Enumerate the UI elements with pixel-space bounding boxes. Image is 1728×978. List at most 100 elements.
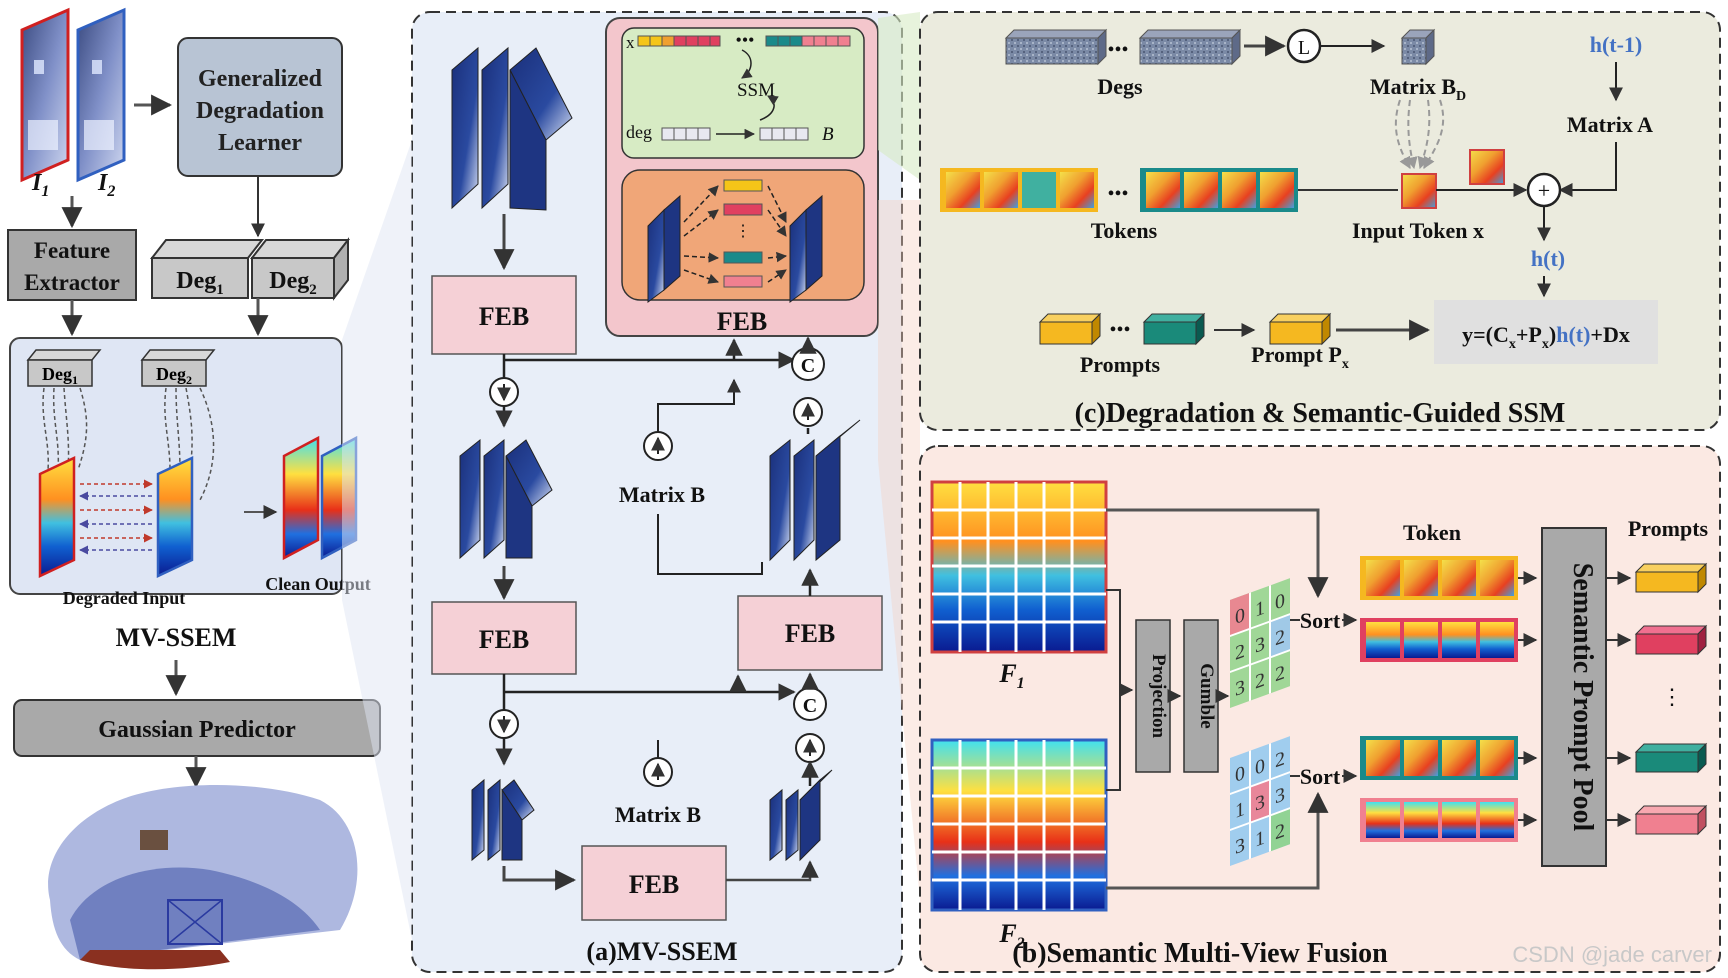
sort-label-1: Sort: [1300, 608, 1341, 633]
matrix-b-label-1: Matrix B: [619, 482, 705, 507]
prompts-cubes: •••: [1038, 312, 1206, 346]
svg-text:B: B: [822, 124, 834, 145]
token-strip-teal: [1360, 736, 1518, 780]
input-image-2: [76, 7, 126, 183]
feature-map-f2: [930, 738, 1108, 912]
svg-text:2: 2: [1275, 662, 1285, 687]
index-grid-1: 0 1 0 2 3 2 3 2 2: [1230, 578, 1290, 708]
mv-ssem-box: Deg1 Deg2: [9, 337, 371, 652]
degs-label: Degs: [1097, 74, 1143, 99]
feb-block-3: FEB: [737, 595, 883, 671]
svg-text:x: x: [626, 33, 635, 52]
svg-text:3: 3: [1235, 676, 1245, 701]
feb-detail-title: FEB: [717, 307, 768, 336]
token-strip-pink: [1360, 798, 1518, 842]
svg-text:3: 3: [1235, 834, 1245, 859]
svg-text:+: +: [1538, 178, 1550, 203]
semantic-prompt-pool: Semantic Prompt Pool: [1541, 527, 1607, 867]
f2-label: F2: [998, 919, 1024, 952]
svg-text:FEB: FEB: [479, 302, 530, 331]
matrix-a-label: Matrix A: [1567, 112, 1653, 137]
svg-text:Deg1: Deg1: [176, 268, 223, 298]
ellipsis-icon: ⋮: [1661, 684, 1683, 709]
h-prev-label: h(t-1): [1590, 32, 1643, 57]
svg-text:FEB: FEB: [479, 625, 530, 654]
feb-inner-fusion: ⋮: [621, 169, 865, 303]
svg-text:L: L: [1298, 37, 1310, 59]
degraded-map-1: [38, 456, 76, 578]
panel-c-ssm: ••• Degs L Matrix BD h(t-1) Matrix A: [919, 11, 1721, 431]
svg-text:Deg2: Deg2: [269, 268, 316, 298]
svg-text:1: 1: [1255, 597, 1265, 622]
svg-text:3: 3: [1255, 633, 1265, 658]
panel-c-title: (c)Degradation & Semantic-Guided SSM: [1075, 398, 1566, 429]
svg-text:Deg1: Deg1: [42, 364, 78, 387]
deg-1-block: Deg1: [149, 239, 265, 299]
input-token-square: [1401, 173, 1437, 209]
prompt-px-label: Prompt Px: [1251, 342, 1349, 372]
svg-text:Learner: Learner: [218, 130, 302, 156]
feb-detail: x •••: [605, 17, 879, 337]
prompt-cube-yellow: [1634, 562, 1708, 594]
left-panel: I1 I2 Generalized Degradation Learner Fe…: [7, 7, 381, 970]
svg-text:Feature: Feature: [34, 238, 110, 263]
ssm-detail: x •••: [621, 27, 865, 159]
svg-text:2: 2: [1275, 748, 1285, 773]
svg-text:Gaussian Predictor: Gaussian Predictor: [98, 717, 296, 743]
reconstruction-render: [48, 785, 358, 970]
feature-map-f1: [930, 480, 1108, 654]
svg-text:1: 1: [1255, 827, 1265, 852]
svg-text:1: 1: [1235, 798, 1245, 823]
svg-text:3: 3: [1255, 791, 1265, 816]
matrix-bd-label: Matrix BD: [1370, 74, 1466, 104]
panel-b-title: (b)Semantic Multi-View Fusion: [1012, 938, 1388, 969]
svg-text:•••: •••: [1107, 183, 1128, 205]
svg-text:2: 2: [1235, 640, 1245, 665]
gumble-box: Gumble: [1183, 619, 1219, 773]
svg-text:2: 2: [1255, 669, 1265, 694]
svg-text:Extractor: Extractor: [24, 270, 120, 295]
feb-block-bottom: FEB: [581, 845, 727, 921]
generalized-degradation-learner: Generalized Degradation Learner: [177, 37, 343, 177]
svg-text:2: 2: [1275, 626, 1285, 651]
mvssem-deg-2: Deg2: [140, 349, 216, 387]
feb-block-2: FEB: [431, 601, 577, 675]
index-grid-2: 0 0 2 1 3 3 3 1 2: [1230, 736, 1290, 866]
svg-text:0: 0: [1275, 590, 1285, 615]
prompts-label: Prompts: [1080, 352, 1161, 377]
deg-2-block: Deg2: [249, 237, 351, 301]
encoder-block-1: [451, 46, 573, 211]
svg-text:⋮: ⋮: [735, 223, 751, 240]
prompts-output-label: Prompts: [1628, 516, 1709, 541]
feature-extractor: Feature Extractor: [7, 229, 137, 301]
svg-text:Semantic Prompt Pool: Semantic Prompt Pool: [1567, 563, 1598, 832]
output-equation: y=(Cx+Px)h(t)+Dx: [1434, 300, 1658, 364]
mvssem-title: MV-SSEM: [116, 623, 237, 652]
tokens-strip-1: [940, 168, 1098, 212]
token-strip-yellow: [1360, 556, 1518, 600]
tokens-label: Tokens: [1091, 218, 1158, 243]
svg-text:Gumble: Gumble: [1196, 663, 1217, 728]
bd-token-square: [1469, 149, 1505, 185]
prompt-px-cube: [1268, 312, 1332, 346]
svg-text:Degradation: Degradation: [196, 98, 324, 124]
panel-a-title: (a)MV-SSEM: [586, 937, 737, 966]
mvssem-deg-1: Deg1: [26, 349, 102, 387]
projection-box: Projection: [1135, 619, 1171, 773]
svg-text:FEB: FEB: [629, 870, 680, 899]
feb-block-1: FEB: [431, 275, 577, 355]
degraded-map-2: [156, 456, 194, 578]
svg-text:C: C: [803, 695, 817, 717]
sort-label-2: Sort: [1300, 764, 1341, 789]
matrix-bd-cube: [1400, 28, 1436, 66]
svg-text:0: 0: [1255, 755, 1265, 780]
token-label: Token: [1403, 520, 1461, 545]
prompt-cube-pink: [1634, 804, 1708, 836]
svg-text:0: 0: [1235, 604, 1245, 629]
h-t-label: h(t): [1531, 246, 1565, 271]
svg-text:y=(Cx+Px)h(t)+Dx: y=(Cx+Px)h(t)+Dx: [1462, 322, 1630, 352]
degs-cubes: •••: [1004, 28, 1242, 66]
encoder-block-3: [471, 778, 535, 862]
svg-text:•••: •••: [736, 30, 755, 50]
